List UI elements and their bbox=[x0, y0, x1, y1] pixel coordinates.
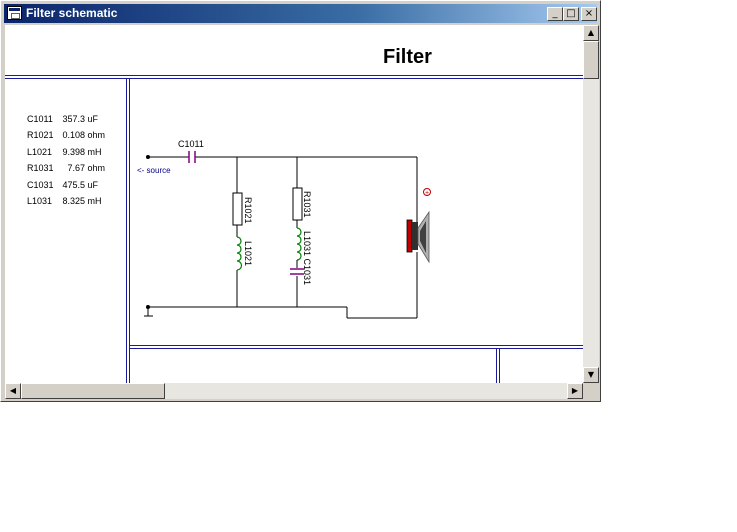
horizontal-scroll-thumb[interactable] bbox=[21, 383, 165, 399]
parameter-row: R1021 0.108 ohm bbox=[27, 130, 106, 141]
inductor-l1031 bbox=[296, 227, 302, 261]
footer-divider-left bbox=[496, 348, 497, 383]
header-rule-bottom bbox=[5, 78, 583, 79]
parameter-row: R1031 7.67 ohm bbox=[27, 163, 106, 174]
scroll-left-button[interactable]: ◀ bbox=[5, 383, 21, 399]
speaker-icon bbox=[406, 210, 430, 264]
polarity-plus-icon: + bbox=[423, 188, 431, 197]
footer-divider-right bbox=[499, 348, 500, 383]
capacitor-c1031 bbox=[290, 268, 304, 275]
parameter-list: C1011 357.3 uF R1021 0.108 ohm L1021 9.3… bbox=[27, 114, 105, 212]
scroll-up-button[interactable]: ▲ bbox=[583, 25, 599, 41]
label-l1021: L1021 bbox=[243, 241, 253, 266]
label-r1021: R1021 bbox=[243, 197, 253, 224]
resistor-r1021 bbox=[232, 192, 243, 226]
vertical-scroll-thumb[interactable] bbox=[583, 41, 599, 79]
source-label: <- source bbox=[137, 166, 171, 175]
source-node-bottom bbox=[146, 305, 150, 309]
resistor-r1031 bbox=[292, 187, 303, 221]
window-app-icon[interactable] bbox=[7, 6, 22, 20]
parameter-row: L1031 8.325 mH bbox=[27, 195, 102, 206]
svg-text:+: + bbox=[425, 190, 429, 197]
label-l1031-c1031: L1031 C1031 bbox=[302, 231, 312, 285]
parameter-row: C1031 475.5 uF bbox=[27, 179, 99, 190]
capacitor-c1011 bbox=[188, 151, 196, 163]
source-node-top bbox=[146, 155, 150, 159]
label-c1011: C1011 bbox=[178, 139, 204, 149]
footer-rule-bottom bbox=[129, 348, 583, 349]
schematic-canvas: Filter C1011 357.3 uF R1021 0.108 ohm L1… bbox=[5, 25, 583, 383]
column-divider-left bbox=[126, 78, 127, 383]
maximize-button[interactable]: □ bbox=[563, 7, 579, 21]
inductor-l1021 bbox=[236, 236, 243, 271]
page-title: Filter bbox=[383, 46, 432, 68]
vertical-scrollbar[interactable]: ▲ ▼ bbox=[583, 25, 599, 383]
scrollbar-corner bbox=[583, 383, 599, 399]
parameter-row: L1021 9.398 mH bbox=[27, 146, 102, 157]
filter-schematic-window: Filter schematic _ □ × Filter C1011 357.… bbox=[0, 0, 601, 402]
parameter-row: C1011 357.3 uF bbox=[27, 114, 99, 124]
scroll-down-button[interactable]: ▼ bbox=[583, 367, 599, 383]
horizontal-scrollbar[interactable]: ◀ ▶ bbox=[5, 383, 583, 399]
title-bar[interactable]: Filter schematic _ □ × bbox=[4, 4, 597, 23]
close-button[interactable]: × bbox=[581, 7, 597, 21]
column-divider-right bbox=[129, 78, 130, 383]
header-rule-top bbox=[5, 75, 583, 76]
minimize-button[interactable]: _ bbox=[547, 7, 563, 21]
filter-schematic-diagram: + C1011 <- source R1021 L1021 R1031 L103… bbox=[137, 139, 431, 319]
footer-rule-top bbox=[129, 345, 583, 346]
label-r1031: R1031 bbox=[302, 191, 312, 218]
window-title: Filter schematic bbox=[26, 6, 118, 20]
scroll-right-button[interactable]: ▶ bbox=[567, 383, 583, 399]
